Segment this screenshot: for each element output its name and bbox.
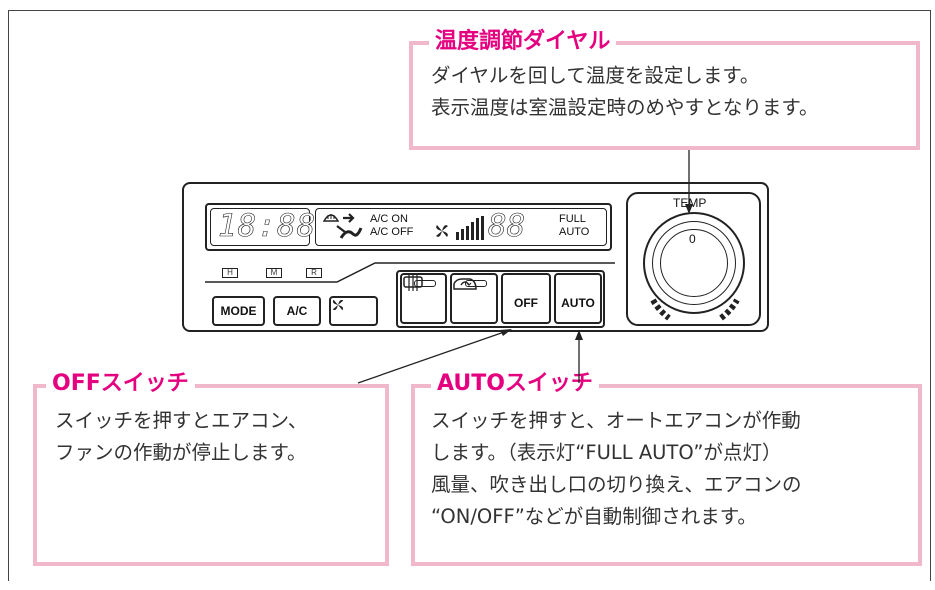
temp-dial-callout-text-2: 表示温度は室温設定時のめやすとなります。: [431, 96, 819, 119]
ac-button[interactable]: A/C: [273, 296, 321, 326]
temp-dial-callout-title: 温度調節ダイヤル: [429, 29, 617, 55]
lcd-display: [205, 203, 612, 251]
off-button[interactable]: OFF: [501, 273, 551, 324]
clock-display: [210, 208, 310, 246]
figure-frame: [8, 10, 931, 581]
temp-dial-zero-mark: 0: [689, 232, 696, 246]
clock-digits: 18:88: [218, 208, 317, 245]
auto-switch-callout-text-2: します。（表示灯“FULL AUTO”が点灯）: [431, 441, 782, 464]
mode-button[interactable]: MODE: [212, 296, 265, 326]
off-switch-callout-title: OFFスイッチ: [46, 371, 195, 397]
auto-switch-callout-text-3: 風量、吹き出し口の切り換え、エアコンの: [431, 473, 802, 496]
auto-switch-callout-text-4: “ON/OFF”などが自動制御されます。: [431, 505, 757, 528]
button-cluster: [396, 270, 605, 328]
temp-dial-label: TEMP: [673, 196, 707, 210]
off-switch-callout: [33, 384, 389, 566]
auto-button[interactable]: AUTO: [554, 273, 602, 324]
climate-control-panel: 18:88 A/C ON A/C OFF 88 FULL AUTO H M R …: [182, 182, 769, 332]
auto-switch-callout-title: AUTOスイッチ: [431, 371, 599, 397]
ac-off-indicator: A/C OFF: [370, 226, 414, 238]
defrost-icon: [323, 211, 339, 223]
status-display: [315, 208, 607, 246]
fan-icon: [434, 223, 450, 239]
fan-speed-bars: [456, 216, 486, 240]
ac-on-indicator: A/C ON: [370, 213, 408, 225]
rear-defrost-led: [414, 280, 436, 287]
temp-dial-callout: [409, 41, 920, 150]
temperature-dial[interactable]: [643, 212, 745, 314]
indicator-r: R: [306, 268, 322, 278]
indicator-m: M: [266, 268, 282, 278]
indicator-h: H: [222, 268, 238, 278]
temp-dial-callout-text-1: ダイヤルを回して温度を設定します。: [431, 64, 760, 87]
recirculation-led: [465, 280, 487, 287]
auto-switch-callout-text-1: スイッチを押すと、オートエアコンが作動: [431, 409, 801, 432]
auto-indicator: AUTO: [559, 226, 590, 238]
dial-housing: [626, 192, 761, 326]
fan-button[interactable]: [329, 296, 378, 326]
full-indicator: FULL: [559, 213, 586, 225]
rear-defrost-button[interactable]: [400, 273, 447, 324]
off-switch-callout-text-2: ファンの作動が停止します。: [55, 441, 307, 464]
temperature-digits: 88: [488, 208, 526, 245]
auto-switch-callout: [411, 384, 922, 566]
airflow-icon: [331, 212, 365, 242]
off-switch-callout-text-1: スイッチを押すとエアコン、: [55, 409, 308, 432]
